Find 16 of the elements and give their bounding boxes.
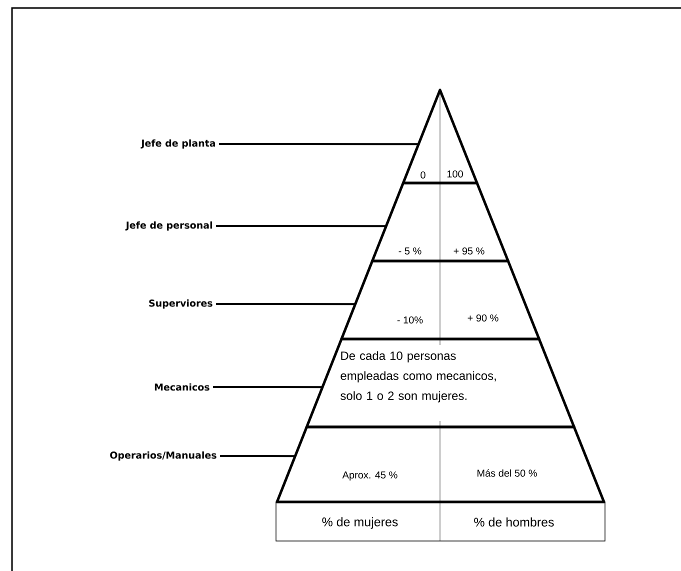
leader-line (216, 225, 386, 228)
level-label: Mecanicos (154, 383, 210, 391)
pyramid-layer: 0 100 (402, 88, 478, 184)
pyramid-layer: Aprox. 45 % Más del 50 % (276, 426, 606, 504)
pyramid-layer: De cada 10 personas empleadas como mecanicos, solo 1 o 2 son mujeres. (305, 338, 576, 428)
axis-legend-box: % de mujeres % de hombres (276, 502, 606, 542)
leader-line (216, 303, 356, 306)
leader-line (213, 386, 322, 388)
level-label: Jefe de personal (125, 221, 212, 231)
leader-line (219, 143, 418, 146)
leader-line (220, 454, 295, 458)
pyramid-layer: - 5 % + 95 % (371, 182, 510, 262)
pyramid-layer: - 10% + 90 % (340, 260, 540, 340)
level-label: Operarios/Manuales (110, 451, 216, 461)
level-label: Jefe de planta (140, 139, 216, 149)
level-label: Superviores (149, 299, 212, 309)
